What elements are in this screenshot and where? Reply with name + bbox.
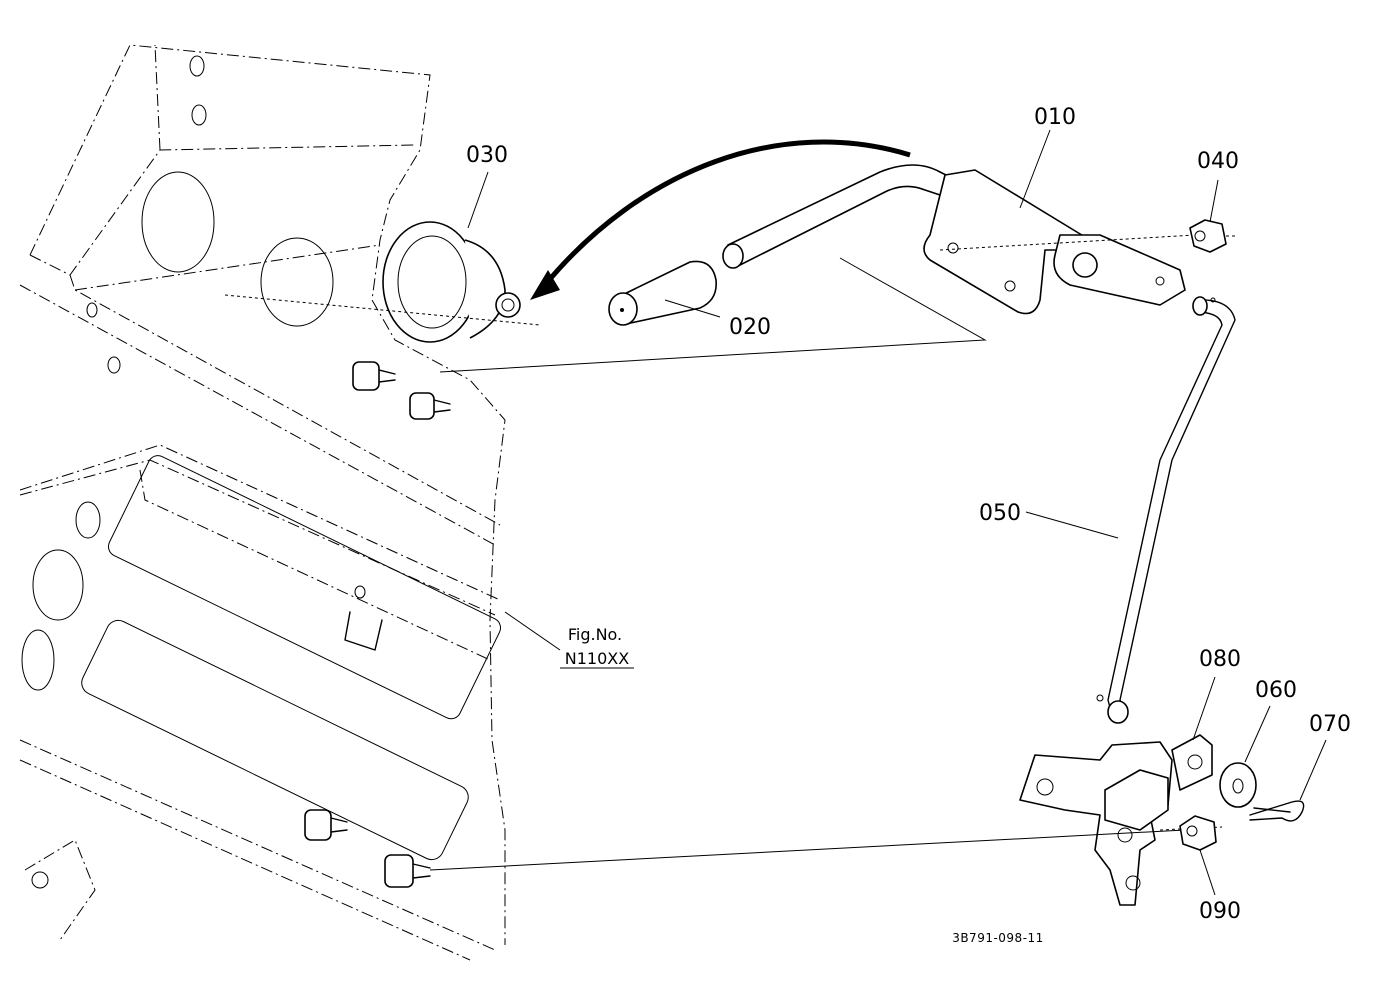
insert-arrow xyxy=(530,139,911,300)
part-070-clip xyxy=(1249,800,1305,822)
leader-lines xyxy=(467,129,1327,896)
drawing-code: 3B791-098-11 xyxy=(952,931,1044,945)
part-010-lever xyxy=(439,164,1186,373)
part-080-bracket xyxy=(1019,734,1213,906)
part-040-nut xyxy=(1189,219,1227,253)
label-020: 020 xyxy=(729,315,771,340)
part-020-grip xyxy=(608,260,717,326)
part-060-washer xyxy=(1219,762,1257,808)
panel-bolts xyxy=(304,361,451,888)
label-040: 040 xyxy=(1197,149,1239,174)
figure-ref-line2: N110XX xyxy=(565,649,629,668)
part-050-rod xyxy=(1096,296,1236,724)
label-090: 090 xyxy=(1199,899,1241,924)
label-070: 070 xyxy=(1309,712,1351,737)
label-080: 080 xyxy=(1199,647,1241,672)
label-030: 030 xyxy=(466,143,508,168)
label-050: 050 xyxy=(979,501,1021,526)
part-030-boot xyxy=(382,221,521,343)
label-010: 010 xyxy=(1034,105,1076,130)
label-060: 060 xyxy=(1255,678,1297,703)
figure-ref-line1: Fig.No. xyxy=(568,625,622,644)
frame-panel xyxy=(19,44,506,961)
part-090-nut xyxy=(1179,815,1217,851)
